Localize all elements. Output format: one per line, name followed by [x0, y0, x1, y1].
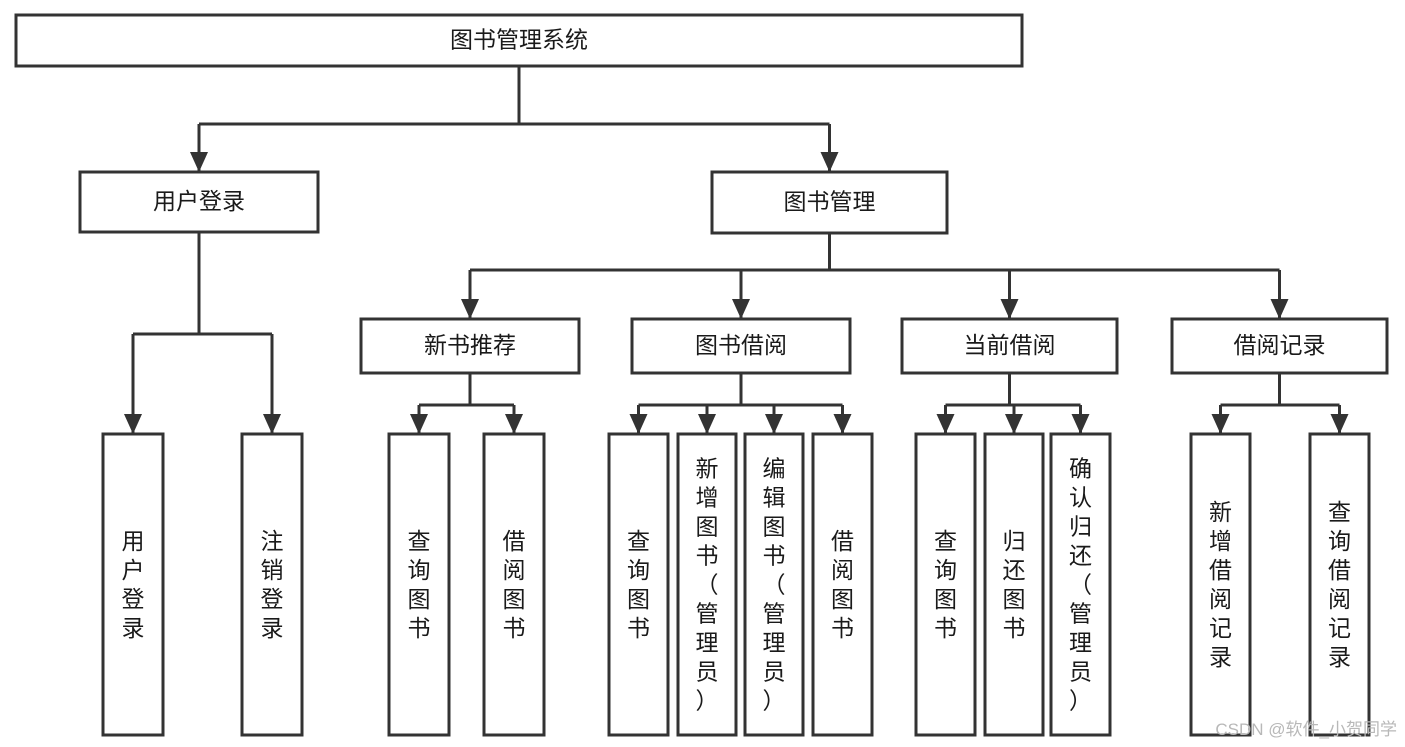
- node-box-leaf-query-book-rec: [387, 432, 451, 737]
- arrow-head-leaf-add-book: [698, 414, 716, 434]
- node-layer: 图书管理系统用户登录图书管理新书推荐图书借阅当前借阅借阅记录用户登录注销登录查询…: [14, 13, 1389, 737]
- node-user-login[interactable]: 用户登录: [78, 170, 320, 234]
- node-box-book-borrow: [630, 317, 852, 375]
- node-leaf-borrow-book-rec[interactable]: 借阅图书: [482, 432, 546, 737]
- node-label-leaf-query-book-rec: 查询图书: [408, 528, 431, 641]
- connector-layer: [124, 66, 1349, 434]
- node-leaf-return-book[interactable]: 归还图书: [983, 432, 1045, 737]
- node-box-new-book-rec: [359, 317, 581, 375]
- node-label-leaf-confirm-return: 确认归还（管理员）: [1069, 456, 1092, 714]
- node-box-leaf-return-book: [983, 432, 1045, 737]
- node-box-leaf-query-book-cur: [914, 432, 977, 737]
- node-book-borrow[interactable]: 图书借阅: [630, 317, 852, 375]
- arrow-head-leaf-query-book-brw: [629, 414, 648, 434]
- node-new-book-rec[interactable]: 新书推荐: [359, 317, 581, 375]
- arrow-head-borrow-record: [1270, 299, 1289, 319]
- watermark-text: CSDN @软件_小贺同学: [1215, 720, 1397, 739]
- node-box-borrow-record: [1170, 317, 1389, 375]
- node-box-leaf-add-record: [1189, 432, 1252, 737]
- node-label-leaf-query-book-brw: 查询图书: [627, 528, 650, 641]
- arrow-head-leaf-return-book: [1005, 414, 1023, 434]
- node-box-book-manage: [710, 170, 949, 235]
- node-label-book-borrow: 图书借阅: [695, 332, 787, 358]
- node-label-new-book-rec: 新书推荐: [424, 332, 516, 358]
- node-label-current-borrow: 当前借阅: [964, 332, 1056, 358]
- arrow-head-leaf-query-book-cur: [936, 414, 955, 434]
- node-label-leaf-logout: 注销登录: [261, 528, 284, 641]
- node-leaf-query-book-brw[interactable]: 查询图书: [607, 432, 670, 737]
- node-leaf-add-book[interactable]: 新增图书（管理员）: [676, 432, 738, 737]
- arrow-head-leaf-add-record: [1211, 414, 1230, 434]
- node-leaf-confirm-return[interactable]: 确认归还（管理员）: [1049, 432, 1112, 737]
- node-leaf-borrow-book-brw[interactable]: 借阅图书: [811, 432, 874, 737]
- node-borrow-record[interactable]: 借阅记录: [1170, 317, 1389, 375]
- node-box-leaf-borrow-book-brw: [811, 432, 874, 737]
- node-current-borrow[interactable]: 当前借阅: [900, 317, 1119, 375]
- node-leaf-logout[interactable]: 注销登录: [240, 432, 304, 737]
- node-label-leaf-add-record: 新增借阅记录: [1209, 499, 1232, 670]
- arrow-head-leaf-user-login: [124, 414, 142, 434]
- node-label-user-login: 用户登录: [153, 188, 245, 214]
- node-label-leaf-user-login: 用户登录: [122, 528, 145, 641]
- node-box-leaf-edit-book: [743, 432, 805, 737]
- node-leaf-query-record[interactable]: 查询借阅记录: [1308, 432, 1371, 737]
- node-box-root: [14, 13, 1024, 68]
- node-label-leaf-edit-book: 编辑图书（管理员）: [763, 456, 786, 714]
- node-label-leaf-return-book: 归还图书: [1003, 528, 1026, 641]
- node-box-leaf-logout: [240, 432, 304, 737]
- arrow-head-leaf-edit-book: [765, 414, 783, 434]
- node-root[interactable]: 图书管理系统: [14, 13, 1024, 68]
- node-label-borrow-record: 借阅记录: [1234, 332, 1326, 358]
- node-label-leaf-borrow-book-rec: 借阅图书: [503, 528, 526, 641]
- node-leaf-query-book-rec[interactable]: 查询图书: [387, 432, 451, 737]
- arrow-head-leaf-logout: [263, 414, 281, 434]
- node-label-leaf-borrow-book-brw: 借阅图书: [831, 528, 854, 641]
- node-box-leaf-user-login: [101, 432, 165, 737]
- node-book-manage[interactable]: 图书管理: [710, 170, 949, 235]
- node-box-leaf-query-record: [1308, 432, 1371, 737]
- arrow-head-leaf-confirm-return: [1071, 414, 1090, 434]
- arrow-head-user-login: [190, 152, 208, 172]
- arrow-head-current-borrow: [1000, 299, 1019, 319]
- node-leaf-user-login[interactable]: 用户登录: [101, 432, 165, 737]
- node-box-leaf-borrow-book-rec: [482, 432, 546, 737]
- arrow-head-leaf-borrow-book-brw: [833, 414, 852, 434]
- node-label-book-manage: 图书管理: [784, 189, 876, 215]
- arrow-head-book-borrow: [732, 299, 750, 319]
- node-box-leaf-add-book: [676, 432, 738, 737]
- node-label-leaf-add-book: 新增图书（管理员）: [696, 456, 719, 714]
- arrow-head-leaf-query-record: [1330, 414, 1349, 434]
- node-label-leaf-query-record: 查询借阅记录: [1328, 499, 1351, 670]
- node-leaf-query-book-cur[interactable]: 查询图书: [914, 432, 977, 737]
- arrow-head-new-book-rec: [461, 299, 479, 319]
- arrow-head-leaf-borrow-book-rec: [505, 414, 523, 434]
- node-box-user-login: [78, 170, 320, 234]
- node-leaf-add-record[interactable]: 新增借阅记录: [1189, 432, 1252, 737]
- node-box-current-borrow: [900, 317, 1119, 375]
- node-leaf-edit-book[interactable]: 编辑图书（管理员）: [743, 432, 805, 737]
- node-label-leaf-query-book-cur: 查询图书: [934, 528, 957, 641]
- arrow-head-book-manage: [820, 152, 839, 172]
- arrow-head-leaf-query-book-rec: [410, 414, 428, 434]
- node-box-leaf-query-book-brw: [607, 432, 670, 737]
- node-label-root: 图书管理系统: [450, 27, 588, 53]
- node-box-leaf-confirm-return: [1049, 432, 1112, 737]
